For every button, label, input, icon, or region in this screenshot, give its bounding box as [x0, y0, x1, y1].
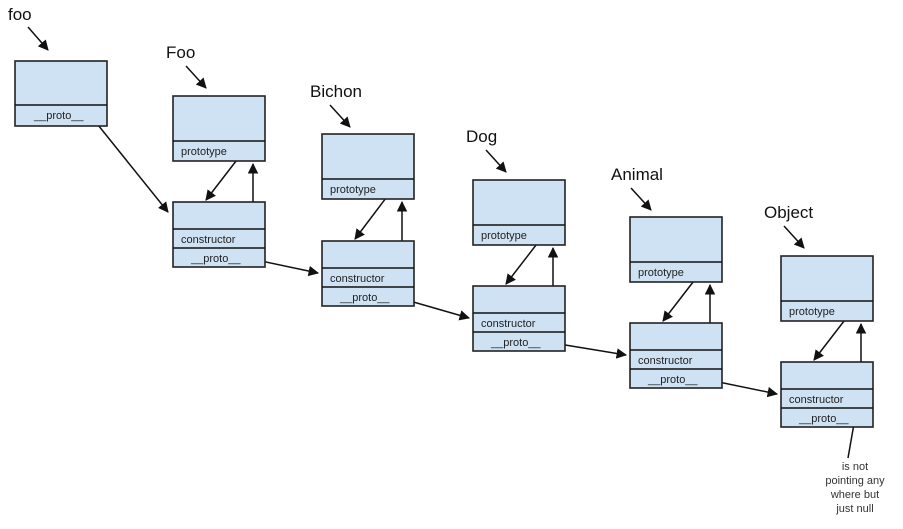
dog-proto-field: __proto__ [490, 337, 541, 349]
foo-prototype-object-box [172, 201, 266, 268]
instance-proto-arrow [89, 114, 169, 213]
dog-function-box [472, 179, 566, 246]
object-label: Object [764, 203, 813, 222]
animal-label: Animal [611, 165, 663, 184]
instance-proto-field: __proto__ [33, 110, 84, 122]
foo-label: Foo [166, 43, 195, 62]
foo-label-arrow [185, 65, 207, 89]
bichon-function-box [321, 133, 415, 200]
instance-label-arrow [27, 26, 49, 51]
bichon-constructor-field: constructor [330, 273, 385, 285]
bichon-prototype-field: prototype [330, 184, 376, 196]
bichon-proto-field: __proto__ [339, 292, 390, 304]
null-note-line: just null [835, 503, 873, 515]
instance-label: foo [8, 5, 32, 24]
object-prototype-field: prototype [789, 306, 835, 318]
foo-prototype-field: prototype [181, 146, 227, 158]
foo-constructor-field: constructor [181, 234, 236, 246]
object-prototype-object-box [780, 361, 874, 428]
bichon-label: Bichon [310, 82, 362, 101]
instance-object-box [14, 60, 108, 127]
null-note-line: is not [842, 461, 868, 473]
dog-label-arrow [485, 149, 507, 173]
dog-prototype-object-box [472, 285, 566, 352]
object-constructor-field: constructor [789, 394, 844, 406]
animal-prototype-object-box [629, 322, 723, 389]
dog-label: Dog [466, 127, 497, 146]
animal-constructor-field: constructor [638, 355, 693, 367]
animal-function-box [629, 216, 723, 283]
dog-prototype-field: prototype [481, 230, 527, 242]
null-note-line: pointing any [825, 475, 885, 487]
object-proto-field: __proto__ [798, 413, 849, 425]
animal-prototype-field: prototype [638, 267, 684, 279]
foo-function-box [172, 95, 266, 162]
animal-proto-field: __proto__ [647, 374, 698, 386]
object-label-arrow [783, 225, 805, 249]
animal-label-arrow [630, 187, 652, 211]
null-note-line: where but [830, 489, 879, 501]
bichon-label-arrow [329, 104, 351, 128]
dog-constructor-field: constructor [481, 318, 536, 330]
foo-proto-field: __proto__ [190, 253, 241, 265]
bichon-prototype-object-box [321, 240, 415, 307]
object-function-box [780, 255, 874, 322]
